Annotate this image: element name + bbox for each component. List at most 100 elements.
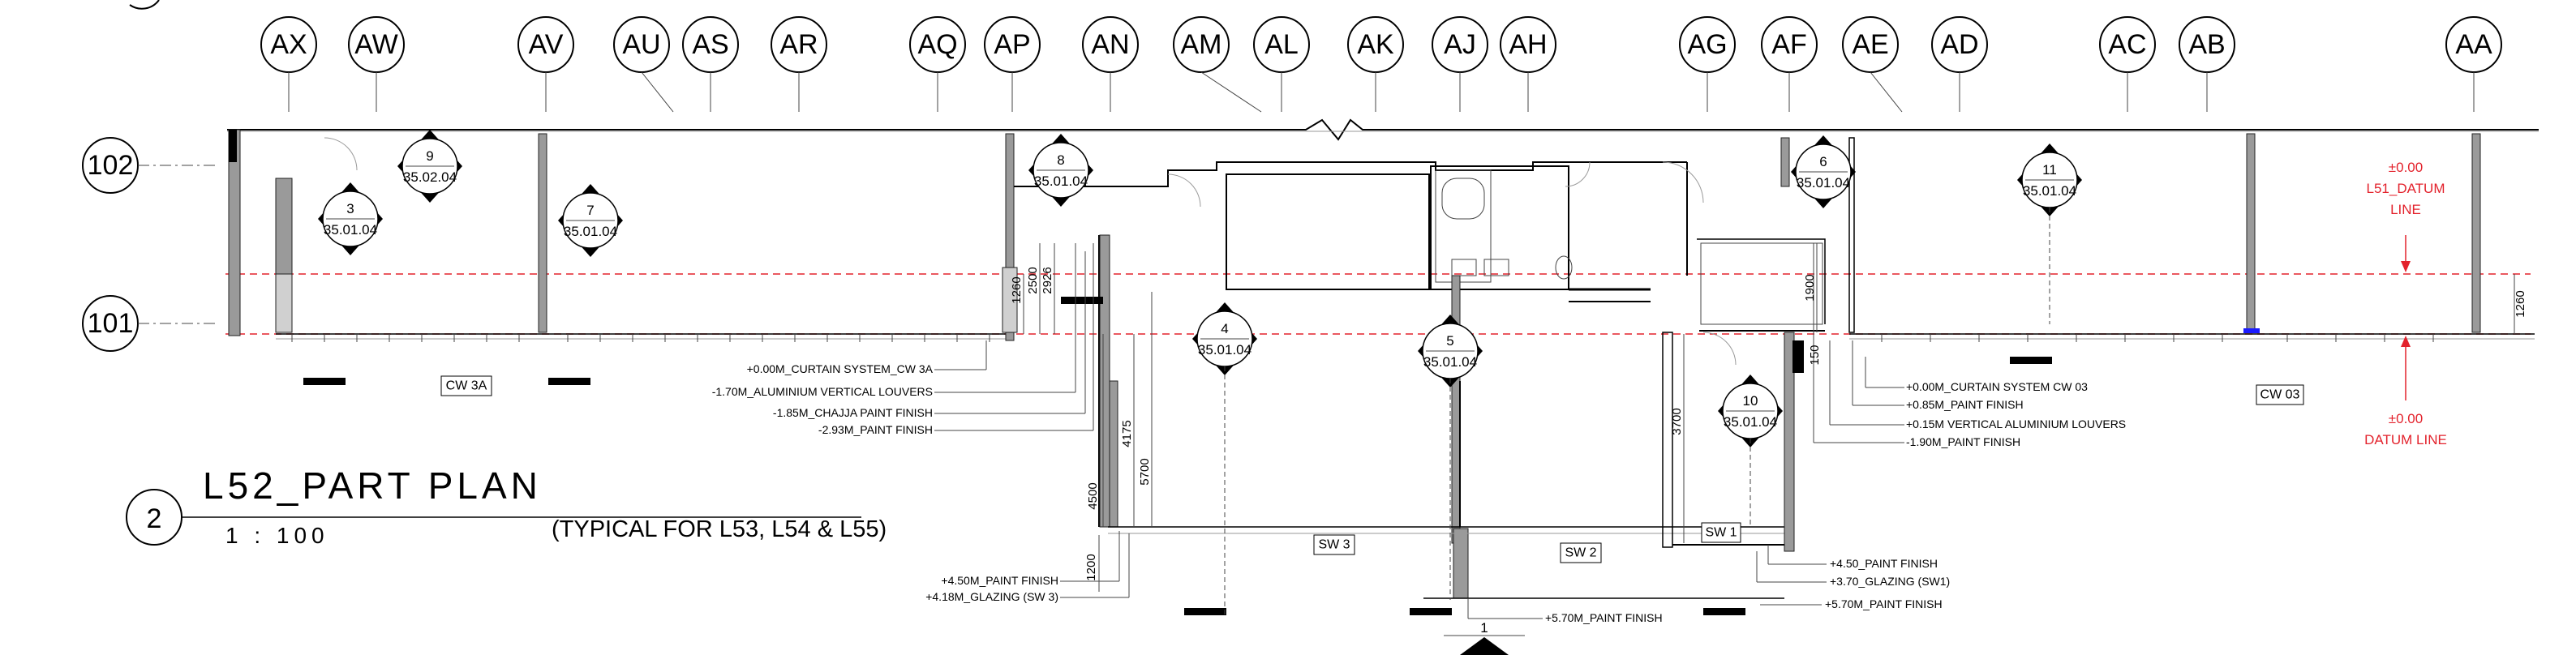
level-bubble-101: 101 <box>82 295 219 352</box>
tag-ref: 35.01.04 <box>2023 183 2076 199</box>
datum-top-2: L51_DATUM <box>2367 181 2445 196</box>
label-box: CW 03 <box>2256 384 2304 405</box>
note: +5.70M_PAINT FINISH <box>1545 611 1663 624</box>
grid-bubble: AK <box>1347 16 1404 112</box>
tag-number: 3 <box>346 201 354 216</box>
datum-top-1: ±0.00 <box>2389 160 2423 175</box>
tag-ref: 35.01.04 <box>1198 342 1252 357</box>
grid-bubble: AN <box>1082 16 1139 112</box>
section-tags: 9 35.02.04 3 35.01.04 7 35.01.04 8 <box>318 130 2082 447</box>
grid-label: AS <box>692 29 728 60</box>
grid-label: AN <box>1091 29 1129 60</box>
note: +0.00M_CURTAIN SYSTEM CW 03 <box>1906 380 2088 393</box>
grid-bubble: AP <box>984 16 1041 112</box>
grid-bubble: AQ <box>909 16 966 112</box>
grid-label: AP <box>994 29 1030 60</box>
grid-label: AH <box>1509 29 1547 60</box>
grid-label: AM <box>1181 29 1222 60</box>
grid-label: AC <box>2108 29 2146 60</box>
tag-ref: 35.01.04 <box>1034 173 1088 189</box>
building-outline <box>227 118 2539 615</box>
tag-number: 10 <box>1743 393 1758 409</box>
note: +0.15M VERTICAL ALUMINIUM LOUVERS <box>1906 417 2126 430</box>
datum-bottom-1: ±0.00 <box>2389 411 2423 426</box>
level-label: 101 <box>88 308 134 339</box>
dimension-text: 1200 <box>1084 554 1098 580</box>
tag-ref: 35.02.04 <box>403 169 457 185</box>
grid-label: AL <box>1264 29 1299 60</box>
grid-bubble: AB <box>2179 16 2235 112</box>
tag-number: 7 <box>586 203 594 218</box>
note: -1.85M_CHAJJA PAINT FINISH <box>773 406 933 419</box>
datum-bottom-2: DATUM LINE <box>2364 432 2447 447</box>
section-tag: 3 35.01.04 <box>318 182 383 255</box>
notes-right: +0.00M_CURTAIN SYSTEM CW 03 +0.85M_PAINT… <box>1813 243 2126 448</box>
section-tag: 7 35.01.04 <box>558 184 623 257</box>
drawing-subtitle: (TYPICAL FOR L53, L54 & L55) <box>552 516 887 542</box>
dimension-text: 1900 <box>1803 274 1817 301</box>
datum-annotations: ±0.00 L51_DATUM LINE ±0.00 DATUM LINE <box>2364 160 2447 447</box>
note: +4.18M_GLAZING (SW 3) <box>925 590 1058 603</box>
tag-ref: 35.01.04 <box>1423 354 1477 370</box>
tag-number: 8 <box>1057 152 1064 168</box>
dimension-text: 5700 <box>1138 458 1152 485</box>
note: +4.50_PAINT FINISH <box>1830 557 1938 570</box>
grid-bubble: AW <box>348 16 405 112</box>
tag-number: 5 <box>1446 333 1453 349</box>
note: -1.90M_PAINT FINISH <box>1906 435 2020 448</box>
note: +0.85M_PAINT FINISH <box>1906 398 2024 411</box>
notes-left: +0.00M_CURTAIN SYSTEM_CW 3A -1.70M_ALUMI… <box>712 243 1094 436</box>
title-block: 2 L52_PART PLAN 1 : 100 (TYPICAL FOR L53… <box>126 464 887 548</box>
view-number: 2 <box>147 503 162 534</box>
note: -1.70M_ALUMINIUM VERTICAL LOUVERS <box>712 385 933 398</box>
notes-bottom: +4.50M_PAINT FINISH +4.18M_GLAZING (SW 3… <box>925 531 1950 624</box>
grid-label: AE <box>1852 29 1888 60</box>
dimensions: 1260 2500 2926 4175 5700 4500 1200 1900 … <box>1010 243 2527 592</box>
note: +0.00M_CURTAIN SYSTEM_CW 3A <box>747 362 934 375</box>
note: +5.70M_PAINT FINISH <box>1825 597 1943 610</box>
label-box: SW 3 <box>1313 534 1355 555</box>
dimension-text: 4500 <box>1086 482 1100 509</box>
grid-label: AF <box>1771 29 1806 60</box>
grid-bubble: AX <box>260 16 317 112</box>
level-label: 102 <box>88 150 134 181</box>
grid-bubble: AG <box>1679 16 1736 112</box>
dimension-text: 1260 <box>2514 290 2527 317</box>
grid-bubble: AM <box>1173 16 1262 113</box>
note: -2.93M_PAINT FINISH <box>818 423 933 436</box>
dimension-text: 850 <box>1792 345 1805 365</box>
drawing-title: L52_PART PLAN <box>203 464 542 507</box>
dimension-text: 1260 <box>1010 276 1024 303</box>
grid-label: AB <box>2188 29 2225 60</box>
label-box: SW 1 <box>1701 522 1741 543</box>
grid-bubble: AA <box>2445 16 2502 112</box>
grid-bubble: AU <box>613 16 674 113</box>
grid-label: AG <box>1687 29 1727 60</box>
label-boxes: CW 3A SW 3 SW 2 SW 1 CW 03 <box>440 375 2304 563</box>
grid-label: AA <box>2455 29 2492 60</box>
level-bubble-102: 102 <box>82 137 219 194</box>
grid-label: AU <box>622 29 660 60</box>
drawing-scale: 1 : 100 <box>225 523 329 548</box>
grid-bubble: AH <box>1500 16 1556 112</box>
marker-number: 1 <box>1480 620 1488 636</box>
label-box: CW 3A <box>440 375 492 396</box>
tag-ref: 35.01.04 <box>324 222 377 238</box>
grid-label: AQ <box>917 29 957 60</box>
grid-bubble: AD <box>1931 16 1988 112</box>
tag-ref: 35.01.04 <box>1724 414 1777 430</box>
section-tag: 5 35.01.04 <box>1418 315 1483 387</box>
tag-number: 9 <box>426 148 433 164</box>
section-tag: 9 35.02.04 <box>397 130 462 203</box>
grid-label: AD <box>1940 29 1978 60</box>
datum-top-3: LINE <box>2390 202 2421 217</box>
grid-bubbles: AX AW AV AU AS AR AQ AP AN AM AL AK AJ A… <box>260 16 2502 113</box>
grid-bubble: AR <box>771 16 827 112</box>
label-text: CW 3A <box>446 379 487 393</box>
grid-bubble: AJ <box>1432 16 1488 112</box>
label-text: SW 2 <box>1565 546 1596 560</box>
tag-number: 4 <box>1221 321 1228 336</box>
note: +3.70_GLAZING (SW1) <box>1830 575 1950 588</box>
grid-bubble: AV <box>517 16 574 112</box>
grid-label: AK <box>1357 29 1394 60</box>
